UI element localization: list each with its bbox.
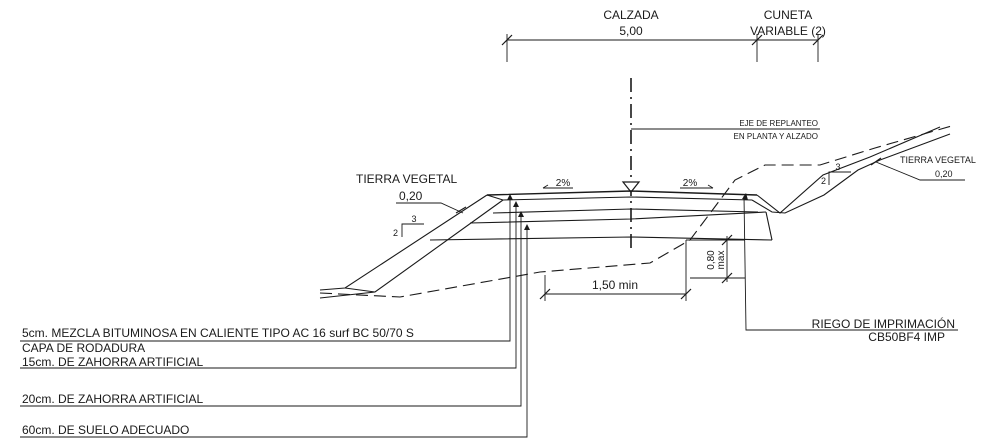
right-slope-rise: 2: [821, 176, 826, 186]
riego-label-line1: RIEGO DE IMPRIMACIÓN: [812, 316, 955, 331]
axis-label-line1: EJE DE REPLANTEO: [739, 119, 818, 128]
riego-leader: [743, 195, 958, 331]
level-marker-icon: [621, 181, 641, 193]
layer-zahorra-20: 20cm. DE ZAHORRA ARTIFICIAL: [22, 392, 203, 406]
calzada-dimension: [501, 34, 824, 62]
right-crossfall: 2%: [683, 178, 698, 189]
left-slope-indicator: [401, 223, 424, 237]
calzada-width: 5,00: [619, 24, 643, 38]
left-tierra-thickness: 0,20: [399, 189, 423, 203]
natural-terrain-line: [319, 124, 956, 298]
right-slope-run: 3: [835, 162, 840, 172]
riego-label-line2: CB50BF4 IMP: [868, 330, 945, 344]
cuneta-label: CUNETA: [764, 8, 812, 22]
max-depth-label: 0,80: [706, 250, 717, 270]
calzada-label: CALZADA: [603, 8, 658, 22]
right-ditch-and-slope: [751, 126, 951, 241]
layer-leaders: [20, 194, 530, 438]
left-slope-run: 3: [411, 214, 416, 224]
layer-mezcla-bituminosa: 5cm. MEZCLA BITUMINOSA EN CALIENTE TIPO …: [22, 326, 414, 340]
min-width-dimension: [539, 240, 692, 301]
min-width-label: 1,50 min: [592, 278, 638, 292]
max-depth-dimension: [686, 234, 745, 284]
max-depth-unit: max: [716, 251, 727, 270]
left-embankment: [319, 194, 504, 299]
layer-capa-rodadura: CAPA DE RODADURA: [22, 341, 145, 355]
cuneta-width: VARIABLE (2): [750, 24, 826, 38]
axis-label-line2: EN PLANTA Y ALZADO: [734, 132, 818, 141]
right-tierra-thickness: 0,20: [935, 169, 953, 179]
right-slope-indicator: [828, 171, 851, 185]
left-tierra-vegetal-label: TIERRA VEGETAL: [356, 172, 457, 186]
layer-zahorra-15: 15cm. DE ZAHORRA ARTIFICIAL: [22, 355, 203, 369]
left-crossfall: 2%: [556, 178, 571, 189]
layer-suelo-adecuado: 60cm. DE SUELO ADECUADO: [22, 423, 189, 437]
pavement-layers: [429, 190, 773, 241]
left-slope-rise: 2: [393, 228, 398, 238]
right-tierra-vegetal-label: TIERRA VEGETAL: [900, 155, 976, 165]
